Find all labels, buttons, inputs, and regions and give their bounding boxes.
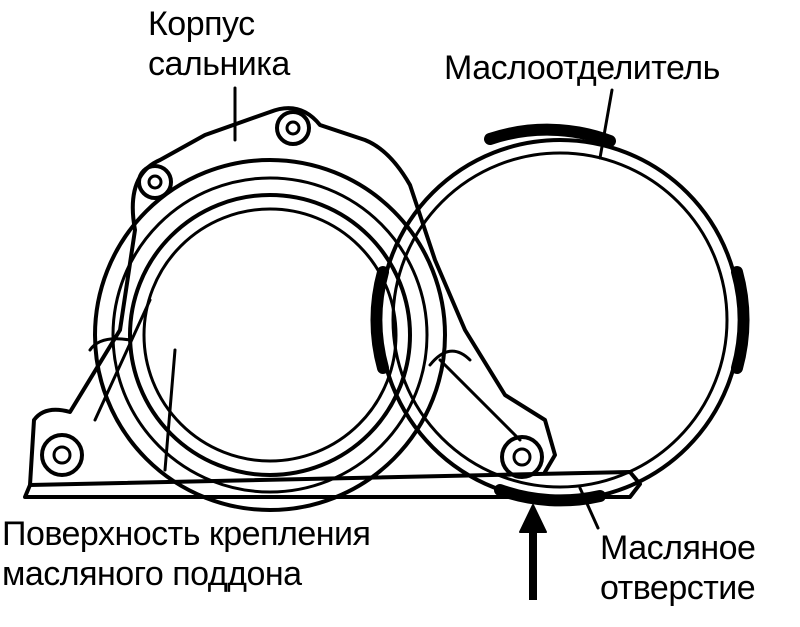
separator-tab-bottom — [494, 484, 606, 507]
bolt-boss-lower-left — [40, 433, 84, 477]
housing-ring-middle — [111, 176, 429, 494]
bolt-boss-upper-left — [137, 164, 173, 200]
label-oil-hole: Масляное отверстие — [600, 529, 756, 607]
housing-inner-web — [88, 337, 472, 367]
bolt-boss-top — [275, 110, 311, 146]
leader-oil-hole — [578, 486, 600, 530]
separator-tab-top — [484, 123, 616, 147]
housing-outline — [28, 106, 557, 487]
bolt-boss-lower-right — [500, 435, 544, 479]
oil-separator-inner — [391, 151, 729, 489]
separator-tab-left — [370, 266, 389, 374]
label-oil-separator: Маслоотделитель — [444, 49, 720, 87]
housing-rib-right — [438, 358, 522, 442]
label-oil-pan-surface: Поверхность крепления масляного поддона — [2, 515, 371, 593]
housing-bore — [142, 207, 398, 463]
oil-separator-outer — [378, 138, 742, 502]
housing-ring-inner — [128, 193, 412, 477]
oil-pan-mounting-surface — [23, 470, 642, 499]
housing-ring-outer — [93, 158, 447, 512]
oil-hole-arrow — [519, 504, 547, 600]
leader-oil-separator — [598, 88, 614, 160]
housing-rib-left-outer — [93, 298, 152, 422]
separator-tab-right — [731, 266, 750, 374]
label-seal-housing: Корпус сальника — [148, 5, 290, 83]
